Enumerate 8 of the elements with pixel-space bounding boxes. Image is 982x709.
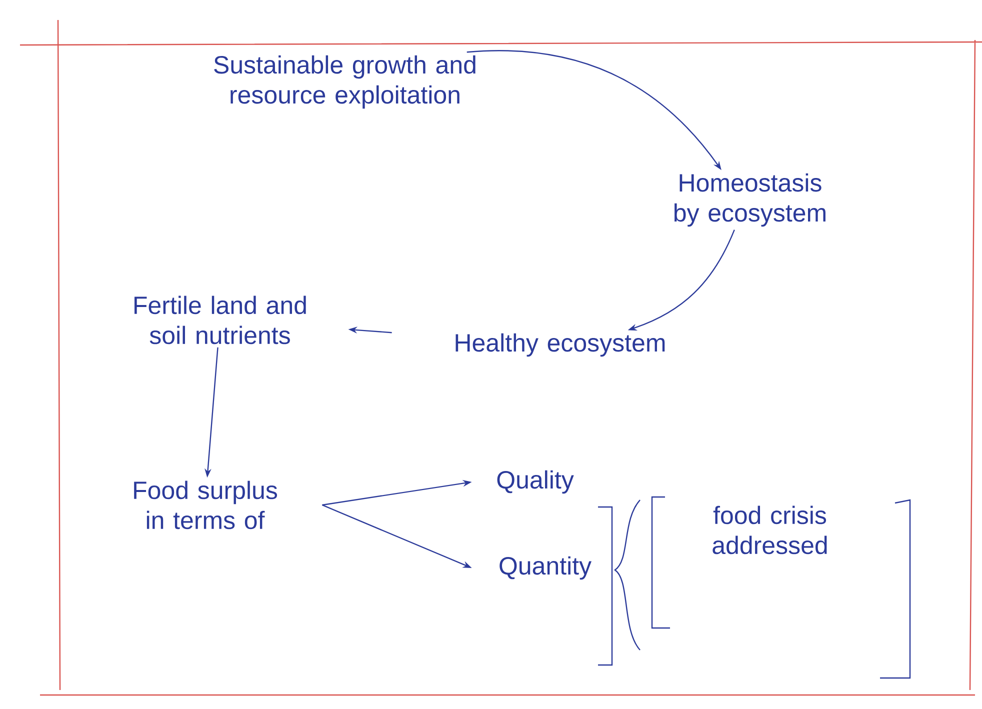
handwritten-text: Homeostasis by ecosystem <box>674 173 826 227</box>
handwritten-text: Fertile land and soil nutrients <box>134 296 306 344</box>
handwritten-text: Sustainable growth and resource exploitation <box>214 55 476 109</box>
handwritten-text: Quality <box>497 470 574 494</box>
handwritten-text: Quantity <box>500 556 592 580</box>
handwritten-text: Healthy ecosystem <box>456 333 665 357</box>
handwritten-text: food crisis addressed <box>712 506 827 554</box>
handwritten-text: Food surplus in terms of <box>134 480 278 530</box>
